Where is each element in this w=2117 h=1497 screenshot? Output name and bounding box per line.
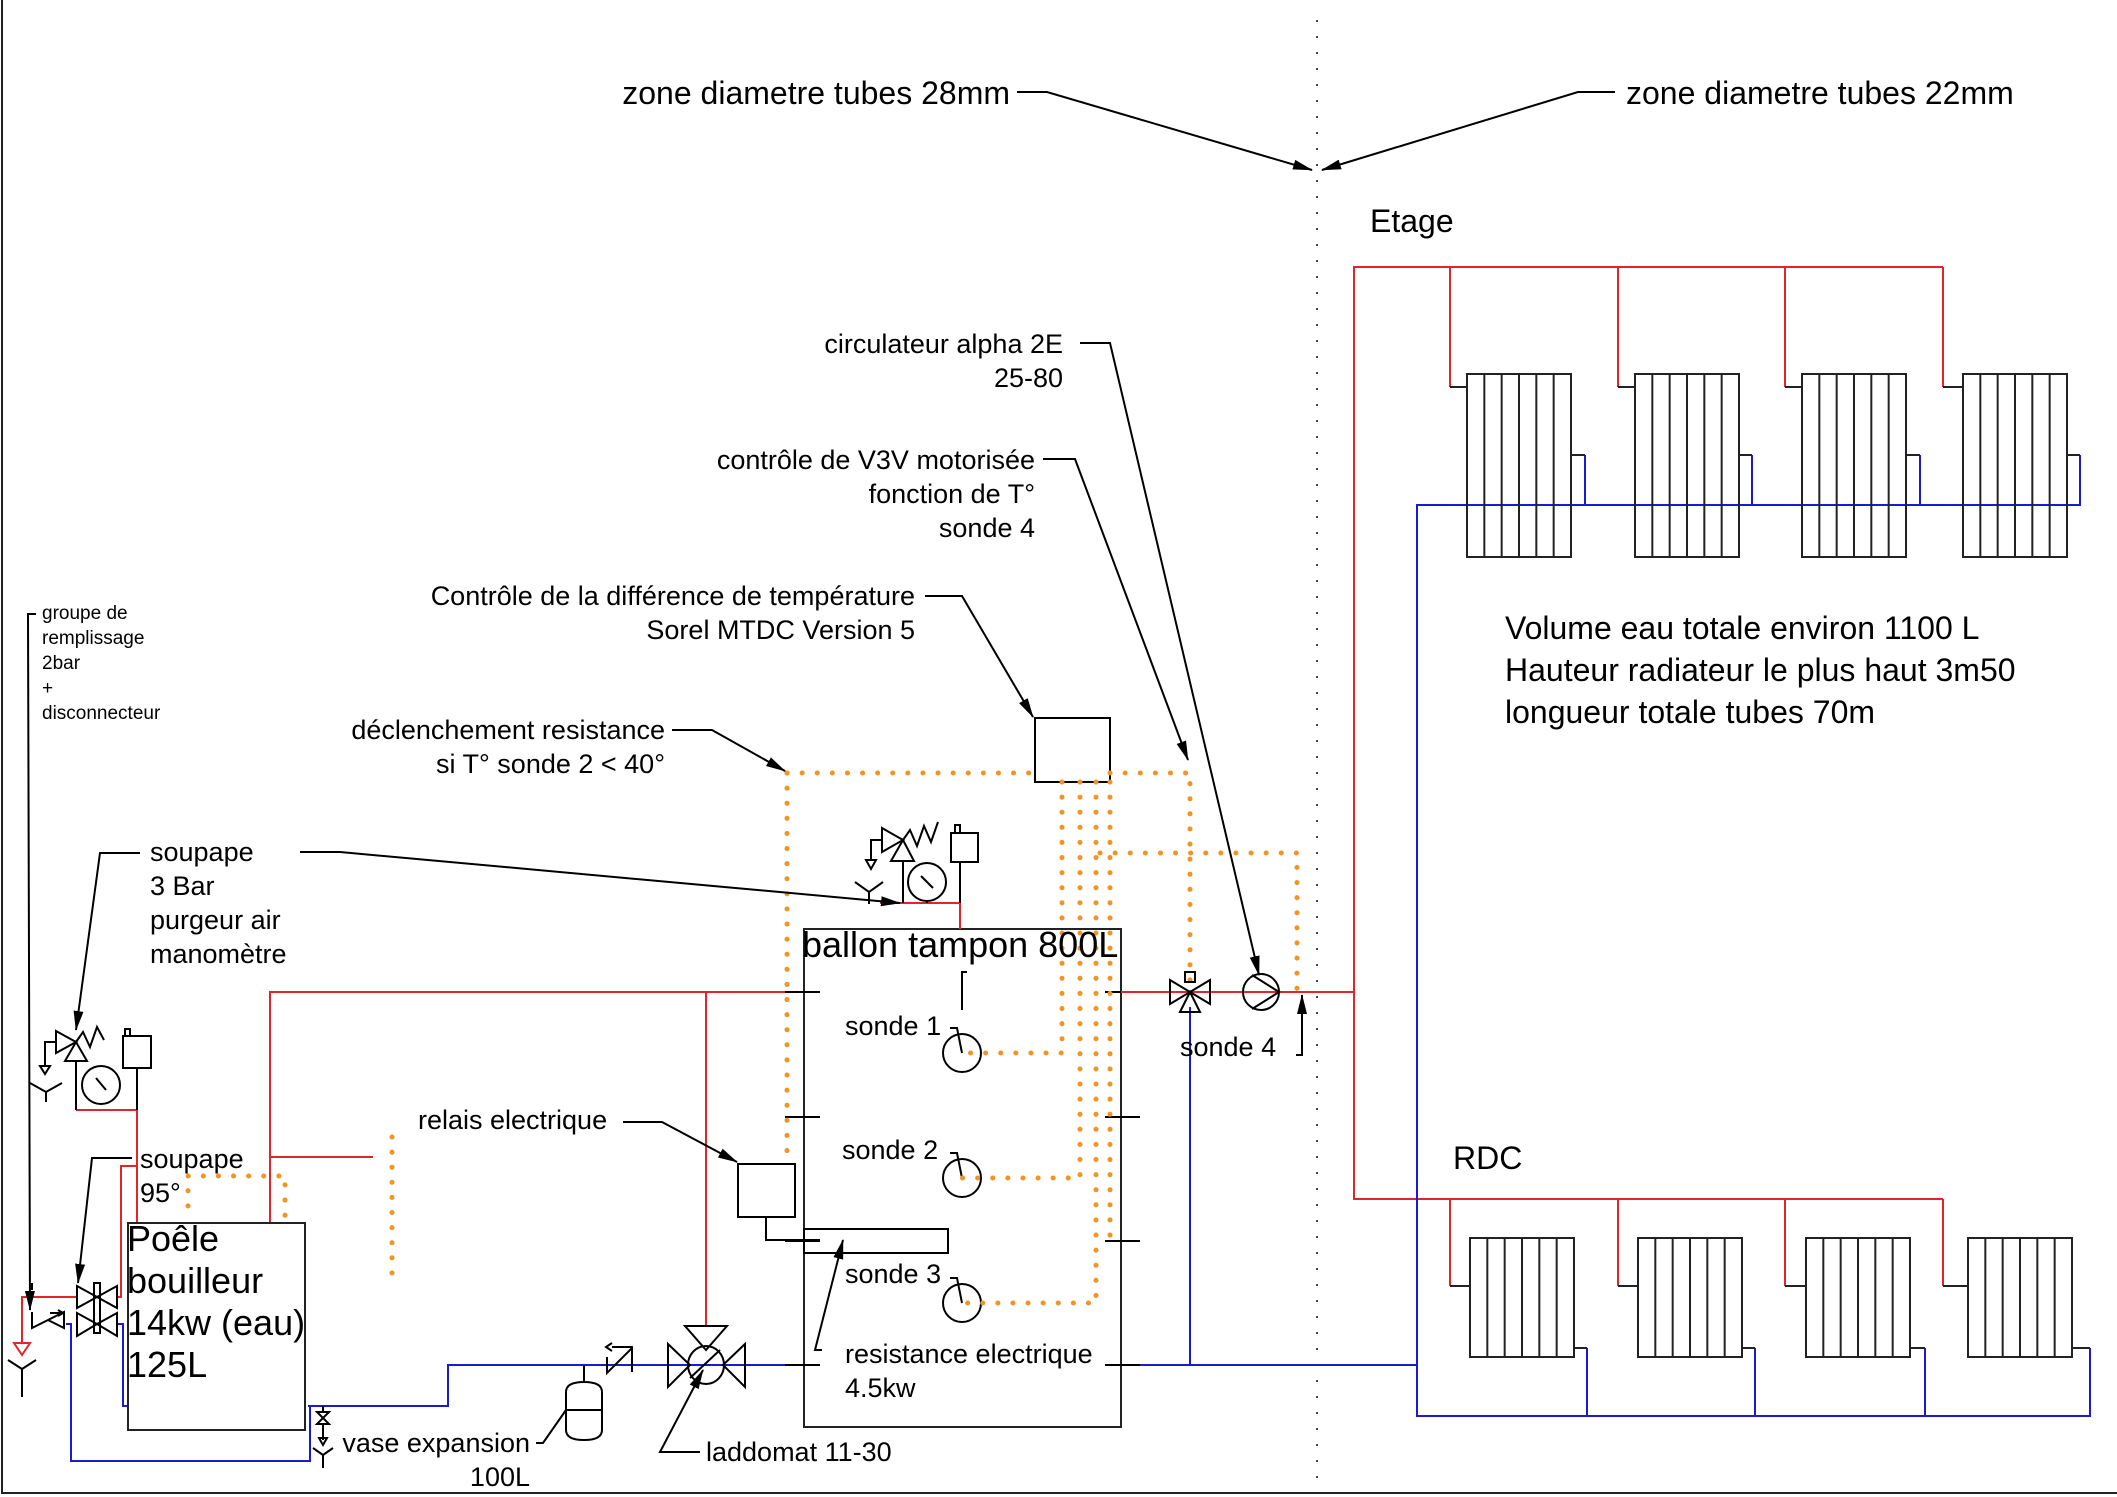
circulator-pump-icon (1242, 973, 1281, 1011)
cold-pipes-left (66, 1323, 785, 1462)
radiator-icon (1785, 1237, 1925, 1358)
summary-line: longueur totale tubes 70m (1505, 694, 1876, 730)
radiators-rdc (1450, 1237, 2090, 1358)
radiator-icon (1943, 1237, 2090, 1358)
soupape-3bar-annotation: soupape 3 Bar purgeur air manomètre (150, 835, 287, 971)
annotation-line: bouilleur (127, 1260, 264, 1301)
annotation-line: si T° sonde 2 < 40° (436, 749, 665, 779)
radiators-etage (1450, 373, 2080, 558)
annotation-line: purgeur air (150, 905, 281, 935)
signal-wires (185, 770, 1300, 1306)
annotation-line: vase expansion (342, 1428, 530, 1458)
resistance-annotation: resistance electrique 4.5kw (845, 1337, 1093, 1405)
zone-22-leader (1321, 91, 1615, 171)
annotation-line: sonde 4 (938, 513, 1035, 543)
controleur-annotation: Contrôle de la différence de température… (300, 579, 915, 647)
sonde-sensors (942, 1027, 982, 1323)
zone-28mm-label: zone diametre tubes 28mm (622, 75, 1010, 111)
sonde-1-label: sonde 1 (845, 1011, 942, 1041)
sonde-2-label: sonde 2 (842, 1135, 939, 1165)
sorel-controller-box (1034, 717, 1111, 783)
cold-pipes-right (1140, 455, 2091, 1417)
annotation-line: remplissage (42, 628, 145, 649)
remplissage-leader (24, 613, 36, 1311)
expansion-vessel-icon (565, 1365, 603, 1442)
etage-label: Etage (1370, 203, 1454, 239)
annotation-line: 100L (469, 1462, 530, 1492)
hot-pipes-left (21, 902, 1300, 1343)
annotation-line: déclenchement resistance (351, 715, 665, 745)
annotation-line: 125L (127, 1344, 208, 1385)
annotation-line: Poêle (127, 1218, 220, 1259)
annotation-line: groupe de (42, 603, 128, 624)
rdc-label: RDC (1453, 1140, 1523, 1176)
radiator-icon (1450, 373, 1585, 558)
ballon-tampon-tank (803, 928, 1122, 1428)
zone-28-leader (1017, 91, 1313, 171)
relais-to-resistance (765, 1217, 820, 1241)
sonde-4-label: sonde 4 (1180, 1032, 1277, 1062)
disconnector-icon (7, 1283, 65, 1397)
leader-lines (73, 342, 1307, 1453)
hot-pipes-right (1300, 266, 1944, 1286)
annotation-line: circulateur alpha 2E (824, 329, 1063, 359)
drain-arrow-red (12, 1342, 32, 1357)
annotation-line: manomètre (150, 939, 287, 969)
safety-group-poele-icon (29, 1024, 152, 1110)
annotation-line: resistance electrique (845, 1339, 1093, 1369)
annotation-line: Contrôle de la différence de température (430, 581, 915, 611)
summary-line: Hauteur radiateur le plus haut 3m50 (1505, 652, 2016, 688)
safety-group-ballon-icon (854, 821, 979, 904)
poele-bouilleur-box (127, 1222, 306, 1431)
thermal-safety-valve-icon (76, 1282, 118, 1338)
sonde-3-label: sonde 3 (845, 1259, 942, 1289)
radiator-icon (1785, 373, 1920, 558)
circulateur-annotation: circulateur alpha 2E 25-80 (700, 327, 1063, 395)
laddomat-valve-icon (667, 1325, 746, 1390)
annotation-line: 14kw (eau) (127, 1302, 306, 1343)
annotation-line: disconnecteur (42, 703, 161, 724)
zone-22mm-label: zone diametre tubes 22mm (1626, 75, 2014, 111)
laddomat-label: laddomat 11-30 (706, 1437, 892, 1467)
declenchement-annotation: déclenchement resistance si T° sonde 2 <… (300, 713, 665, 781)
annotation-line: soupape (140, 1144, 244, 1174)
check-valve-icon (604, 1342, 633, 1376)
annotation-line: 95° (140, 1178, 181, 1208)
relais-annotation: relais electrique (418, 1105, 608, 1135)
poele-label: Poêle bouilleur 14kw (eau) 125L (127, 1218, 305, 1386)
annotation-line: + (42, 678, 54, 699)
v3v-annotation: contrôle de V3V motorisée fonction de T°… (600, 443, 1035, 545)
remplissage-annotation: groupe de remplissage 2bar + disconnecte… (42, 601, 160, 726)
vase-annotation: vase expansion 100L (300, 1426, 530, 1494)
radiator-icon (1618, 373, 1752, 558)
summary-line: Volume eau totale environ 1100 L (1505, 610, 1980, 646)
resistance-element (803, 1228, 949, 1254)
summary-notes: Volume eau totale environ 1100 L Hauteur… (1505, 607, 2016, 733)
annotation-line: Sorel MTDC Version 5 (646, 615, 915, 645)
v3v-motorized-valve-icon (1169, 971, 1211, 1013)
annotation-line: fonction de T° (868, 479, 1035, 509)
ballon-label: ballon tampon 800L (802, 924, 1119, 965)
annotation-line: 25-80 (993, 363, 1063, 393)
annotation-line: contrôle de V3V motorisée (716, 445, 1035, 475)
annotation-line: soupape (150, 837, 254, 867)
soupape-95-annotation: soupape 95° (140, 1142, 244, 1210)
relais-electrique-box (737, 1163, 796, 1218)
annotation-line: 4.5kw (845, 1373, 916, 1403)
drain-valve-icon (312, 1406, 334, 1468)
annotation-line: 2bar (42, 653, 81, 674)
radiator-icon (1618, 1237, 1755, 1358)
radiator-icon (1943, 373, 2080, 558)
annotation-line: 3 Bar (150, 871, 215, 901)
radiator-icon (1450, 1237, 1587, 1358)
